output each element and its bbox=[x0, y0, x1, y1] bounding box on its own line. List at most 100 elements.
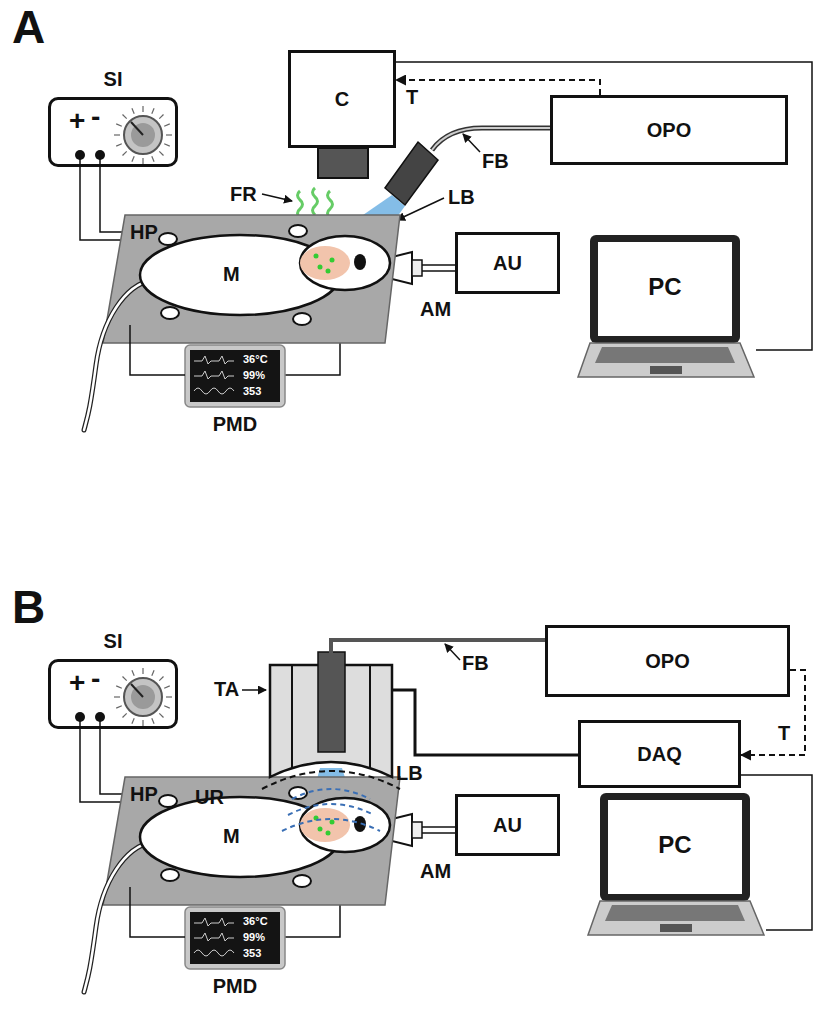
node-shape bbox=[124, 116, 162, 154]
node-shape bbox=[152, 670, 154, 676]
node-shape bbox=[159, 713, 163, 717]
node-shape bbox=[116, 144, 122, 146]
node-shape bbox=[330, 820, 335, 825]
node-shape bbox=[270, 665, 392, 780]
node-shape bbox=[300, 808, 350, 842]
camera-lens bbox=[318, 148, 368, 178]
fiber-probe bbox=[385, 142, 438, 205]
node-shape bbox=[194, 933, 234, 941]
node-shape bbox=[314, 254, 319, 259]
node-shape bbox=[84, 842, 152, 992]
node-shape bbox=[161, 869, 179, 881]
node-shape bbox=[99, 717, 101, 729]
node-text: PC bbox=[608, 832, 742, 858]
monitor-device: PMD36°C99%353 bbox=[185, 345, 285, 407]
node-text: TA bbox=[214, 678, 239, 700]
callout-label: AM bbox=[420, 298, 451, 320]
node-shape bbox=[600, 793, 750, 901]
camera-box: C bbox=[288, 50, 396, 148]
node-shape bbox=[132, 108, 134, 114]
node-shape bbox=[292, 789, 370, 799]
node-shape bbox=[326, 269, 331, 274]
node-text: PMD bbox=[185, 975, 285, 997]
node-text: PC bbox=[598, 274, 732, 300]
node-shape bbox=[190, 912, 280, 964]
optical-fiber bbox=[432, 128, 550, 150]
leader-lines bbox=[397, 198, 444, 220]
connector bbox=[130, 887, 185, 937]
node-shape bbox=[142, 158, 143, 164]
node-shape bbox=[282, 819, 380, 831]
node-text: AU bbox=[493, 252, 522, 274]
node-shape bbox=[142, 106, 143, 112]
callout-label: FR bbox=[230, 183, 257, 205]
anesthesia-unit: AU bbox=[455, 794, 560, 856]
leader-lines bbox=[445, 644, 460, 660]
node-shape bbox=[185, 345, 285, 407]
optical-fiber bbox=[432, 128, 550, 150]
optical-fiber bbox=[432, 128, 550, 150]
node-shape bbox=[194, 371, 234, 379]
node-shape bbox=[152, 108, 154, 114]
node-shape bbox=[185, 345, 285, 407]
node-shape bbox=[131, 684, 143, 697]
node-shape bbox=[194, 918, 234, 926]
panel-letter: A bbox=[12, 2, 45, 53]
node-shape bbox=[114, 696, 120, 697]
node-shape bbox=[159, 151, 163, 155]
node-shape bbox=[288, 804, 374, 815]
node-shape bbox=[318, 265, 323, 270]
node-shape bbox=[293, 875, 311, 887]
node-shape bbox=[588, 790, 766, 940]
laser-box: OPO bbox=[550, 95, 788, 165]
node-shape bbox=[84, 280, 152, 430]
node-text: + bbox=[69, 668, 85, 699]
node-shape bbox=[588, 901, 764, 935]
node-shape bbox=[185, 907, 285, 969]
heating-pad: HPM bbox=[100, 212, 402, 345]
node-shape bbox=[116, 124, 122, 126]
callout-label: UR bbox=[195, 786, 224, 808]
edge-label: T bbox=[404, 86, 420, 108]
node-text: + bbox=[69, 106, 85, 137]
node-shape bbox=[84, 280, 152, 430]
node-text: OPO bbox=[645, 650, 689, 672]
node-text: - bbox=[91, 102, 100, 133]
node-shape bbox=[190, 350, 280, 402]
node-shape bbox=[354, 254, 366, 270]
node-shape bbox=[114, 134, 120, 135]
node-shape bbox=[79, 155, 81, 167]
node-shape bbox=[326, 831, 331, 836]
wires bbox=[285, 340, 340, 375]
node-text: AU bbox=[493, 814, 522, 836]
node-shape bbox=[608, 800, 742, 894]
node-shape bbox=[124, 678, 162, 716]
daq-box: DAQ bbox=[578, 720, 741, 788]
node-shape bbox=[164, 144, 170, 146]
node-text: PMD bbox=[185, 413, 285, 435]
node-shape bbox=[84, 842, 152, 992]
node-shape bbox=[185, 907, 285, 969]
fluorescence-waves bbox=[313, 188, 318, 215]
node-shape bbox=[116, 706, 122, 708]
node-text: 353 bbox=[243, 385, 261, 397]
node-shape bbox=[318, 827, 323, 832]
fluorescence-waves bbox=[298, 188, 333, 218]
node-shape bbox=[159, 233, 177, 245]
node-text: SI bbox=[51, 630, 175, 652]
wires bbox=[285, 902, 340, 937]
node-shape bbox=[131, 123, 155, 147]
node-shape bbox=[120, 225, 390, 325]
laser-box: OPO bbox=[545, 625, 790, 697]
connector bbox=[80, 167, 120, 240]
callout-label: LB bbox=[448, 186, 475, 208]
node-shape bbox=[123, 151, 127, 155]
node-shape bbox=[164, 124, 170, 126]
connector bbox=[392, 690, 578, 755]
node-shape bbox=[166, 134, 172, 135]
node-text: M bbox=[223, 825, 240, 847]
node-shape bbox=[159, 795, 177, 807]
node-text: HP bbox=[130, 783, 158, 805]
node-shape bbox=[164, 706, 170, 708]
node-shape bbox=[142, 720, 143, 726]
